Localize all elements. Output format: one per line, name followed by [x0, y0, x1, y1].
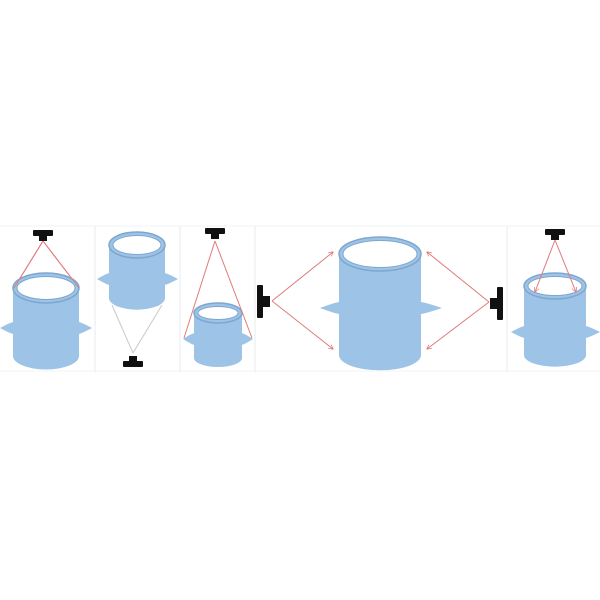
- flange-right: [240, 332, 253, 346]
- sensor-beam: [427, 252, 490, 303]
- sensor-beam: [271, 252, 333, 302]
- flange-left: [320, 301, 341, 315]
- sensor-body: [545, 229, 565, 235]
- pot-body: [194, 313, 242, 367]
- sensor-body: [205, 228, 225, 234]
- panel-1-top-sensor-large-pot: [0, 230, 92, 370]
- sensor-beam: [427, 301, 490, 349]
- sensor-lens: [211, 234, 219, 239]
- flange-right: [163, 272, 178, 286]
- sensor-beam: [271, 300, 333, 349]
- sensor-lens: [263, 296, 270, 307]
- flange-left: [183, 332, 196, 346]
- sensor-beam: [214, 240, 253, 339]
- sensor-beam: [42, 240, 80, 289]
- panel-2-bottom-sensor-pot: [97, 231, 178, 367]
- sensor-body: [33, 230, 53, 236]
- sensor-body: [497, 287, 503, 320]
- sensor-beam: [13, 240, 44, 289]
- pot-opening: [527, 276, 583, 296]
- flange-left: [511, 325, 526, 339]
- pot-body: [524, 286, 586, 367]
- sensor-lens: [129, 356, 137, 361]
- flange-left: [0, 321, 15, 335]
- flange-right: [419, 301, 442, 315]
- panel-dividers: [0, 225, 600, 372]
- sensor-lens: [490, 298, 497, 309]
- pot-opening: [197, 306, 239, 320]
- sensor-beam: [183, 240, 216, 339]
- flange-right: [584, 325, 600, 339]
- panel-4-side-sensors-tall-pot: [257, 236, 503, 371]
- pot-opening: [112, 235, 162, 255]
- pot-opening: [342, 240, 418, 268]
- sensor-beam: [535, 239, 556, 292]
- flange-right: [77, 321, 92, 335]
- flange-left: [97, 272, 111, 286]
- sensor-beam: [111, 304, 134, 354]
- pot-body: [13, 288, 79, 370]
- sensor-beam: [132, 304, 163, 354]
- sensor-body: [257, 285, 263, 318]
- panel-3-top-sensor-small-pot: [183, 228, 253, 367]
- sensor-beam: [554, 239, 576, 292]
- panel-5-top-sensor-inner-rim: [511, 229, 600, 367]
- sensor-body: [123, 361, 143, 367]
- sensor-lens: [551, 235, 559, 240]
- pot-body: [109, 245, 166, 310]
- pot-opening: [16, 276, 76, 300]
- pot-body: [339, 254, 421, 371]
- sensor-lens: [39, 236, 47, 241]
